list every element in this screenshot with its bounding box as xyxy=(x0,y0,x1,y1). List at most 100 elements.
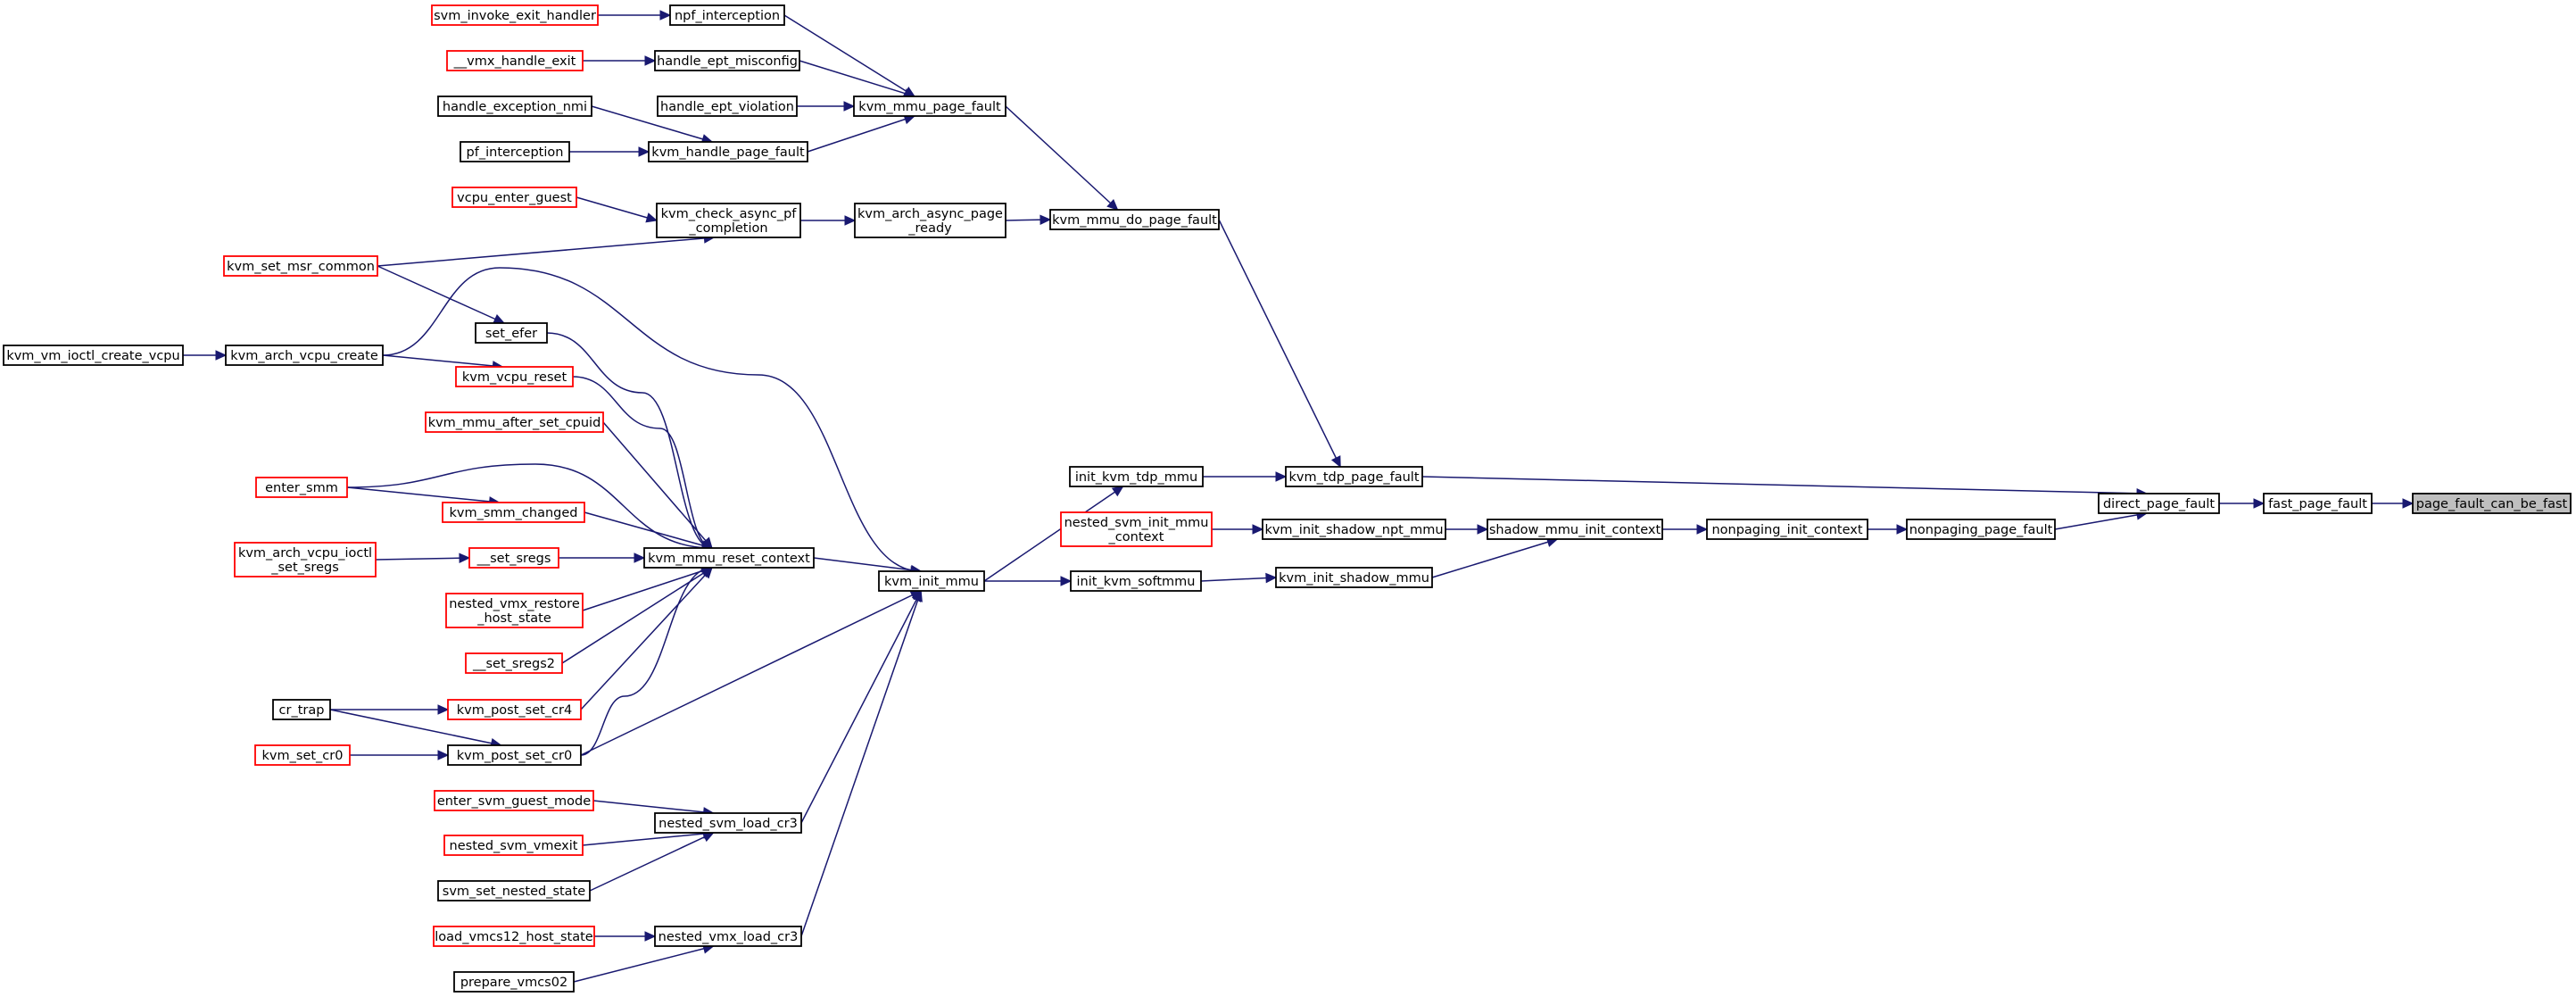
node-prepare-vmcs02[interactable]: prepare_vmcs02 xyxy=(453,971,575,993)
node-kvm-post-set-cr0[interactable]: kvm_post_set_cr0 xyxy=(447,744,582,766)
node-handle-exception-nmi[interactable]: handle_exception_nmi xyxy=(437,96,592,117)
node-label: page_fault_can_be_fast xyxy=(2416,497,2568,511)
node-set-sregs2[interactable]: __set_sregs2 xyxy=(465,652,563,674)
arrowhead xyxy=(644,931,657,942)
edge-kvm_set_msr_common-to-set_efer xyxy=(377,265,506,324)
node-label: init_kvm_tdp_mmu xyxy=(1075,470,1197,485)
edge-kvm_init_shadow_mmu-to-shadow_mmu_init_context xyxy=(1431,536,1559,578)
node-box xyxy=(443,835,584,856)
node-box xyxy=(447,744,582,766)
node-box xyxy=(272,699,331,720)
node-label: vcpu_enter_guest xyxy=(457,191,572,205)
node-label: kvm_set_cr0 xyxy=(262,749,344,763)
node-npf-interception[interactable]: npf_interception xyxy=(669,4,785,26)
node-label: shadow_mmu_init_context xyxy=(1489,523,1661,537)
node-kvm-tdp-page-fault[interactable]: kvm_tdp_page_fault xyxy=(1285,466,1423,487)
node-set-efer[interactable]: set_efer xyxy=(475,322,548,344)
node-label: nested_svm_vmexit xyxy=(450,839,578,853)
edge-line xyxy=(1200,577,1277,582)
node-box xyxy=(1706,519,1868,540)
arrowhead xyxy=(2253,498,2265,509)
node-label: enter_svm_guest_mode xyxy=(437,794,591,809)
arrowhead xyxy=(1060,576,1073,586)
edge-line xyxy=(591,105,713,143)
edge-line xyxy=(382,267,922,572)
node-enter-smm[interactable]: enter_smm xyxy=(255,477,348,498)
edge-prepare_vmcs02-to-nested_vmx_load_cr3 xyxy=(573,943,715,983)
node-kvm-mmu-after-set-cpuid[interactable]: kvm_mmu_after_set_cpuid xyxy=(425,411,604,433)
edge-line xyxy=(589,832,714,892)
node-shadow-mmu-init-context[interactable]: shadow_mmu_init_context xyxy=(1487,519,1663,540)
node-cr-trap[interactable]: cr_trap xyxy=(272,699,331,720)
node-label: svm_set_nested_state xyxy=(443,885,585,899)
node-nested-vmx-restore-host-state[interactable]: nested_vmx_restore_host_state xyxy=(445,593,584,628)
node-enter-svm-guest-mode[interactable]: enter_svm_guest_mode xyxy=(434,790,594,811)
node-box xyxy=(1262,519,1446,540)
node-label: __set_sregs2 xyxy=(472,657,555,671)
node-label: __vmx_handle_exit xyxy=(453,54,576,69)
edge-kvm_set_cr0-to-kvm_post_set_cr0 xyxy=(350,750,450,760)
node-kvm-vcpu-reset[interactable]: kvm_vcpu_reset xyxy=(455,366,574,387)
node-vcpu-enter-guest[interactable]: vcpu_enter_guest xyxy=(451,187,577,208)
edge-line xyxy=(582,567,713,611)
edge-kvm_init_shadow_npt_mmu-to-shadow_mmu_init_context xyxy=(1445,524,1489,535)
node-box xyxy=(669,4,785,26)
arrowhead xyxy=(644,55,657,66)
node-kvm-handle-page-fault[interactable]: kvm_handle_page_fault xyxy=(648,141,808,162)
edge-vmx_handle_exit-to-handle_ept_misconfig xyxy=(583,55,657,66)
node-label: kvm_arch_vcpu_create xyxy=(230,349,378,363)
edge-line xyxy=(602,421,713,549)
node-svm-set-nested-state[interactable]: svm_set_nested_state xyxy=(437,880,591,901)
edge-line xyxy=(346,463,713,549)
node-nested-svm-init-mmu-context[interactable]: nested_svm_init_mmu_context xyxy=(1060,511,1213,547)
arrowhead xyxy=(1252,524,1264,535)
node-init-kvm-tdp-mmu[interactable]: init_kvm_tdp_mmu xyxy=(1069,466,1204,487)
node-kvm-vm-ioctl-create-vcpu[interactable]: kvm_vm_ioctl_create_vcpu xyxy=(3,345,184,366)
node-kvm-mmu-page-fault[interactable]: kvm_mmu_page_fault xyxy=(853,96,1006,117)
node-fast-page-fault[interactable]: fast_page_fault xyxy=(2263,493,2373,514)
node-vmx-handle-exit[interactable]: __vmx_handle_exit xyxy=(446,50,584,71)
edge-line xyxy=(377,237,715,267)
node-kvm-arch-vcpu-ioctl-set-sregs[interactable]: kvm_arch_vcpu_ioctl_set_sregs xyxy=(234,542,377,577)
node-nested-svm-vmexit[interactable]: nested_svm_vmexit xyxy=(443,835,584,856)
node-kvm-init-shadow-npt-mmu[interactable]: kvm_init_shadow_npt_mmu xyxy=(1262,519,1446,540)
node-label: nested_vmx_load_cr3 xyxy=(658,930,799,944)
node-pf-interception[interactable]: pf_interception xyxy=(460,141,570,162)
arrowhead xyxy=(843,101,856,112)
node-svm-invoke-exit-handler[interactable]: svm_invoke_exit_handler xyxy=(431,4,599,26)
edge-line xyxy=(800,590,922,824)
node-label: _context xyxy=(1108,530,1164,544)
node-label: nested_svm_load_cr3 xyxy=(658,817,798,831)
node-kvm-set-cr0[interactable]: kvm_set_cr0 xyxy=(254,744,351,766)
node-kvm-set-msr-common[interactable]: kvm_set_msr_common xyxy=(223,255,378,277)
edge-shadow_mmu_init_context-to-nonpaging_init_context xyxy=(1662,524,1709,535)
node-box xyxy=(878,570,985,592)
node-nested-vmx-load-cr3[interactable]: nested_vmx_load_cr3 xyxy=(654,926,802,947)
node-direct-page-fault[interactable]: direct_page_fault xyxy=(2098,493,2220,514)
node-nested-svm-load-cr3[interactable]: nested_svm_load_cr3 xyxy=(654,812,802,834)
node-label: kvm_mmu_after_set_cpuid xyxy=(428,416,601,430)
node-nonpaging-page-fault[interactable]: nonpaging_page_fault xyxy=(1906,519,2056,540)
node-kvm-check-async-pf-completion[interactable]: kvm_check_async_pf_completion xyxy=(656,203,801,238)
node-kvm-init-shadow-mmu[interactable]: kvm_init_shadow_mmu xyxy=(1275,567,1433,588)
node-kvm-smm-changed[interactable]: kvm_smm_changed xyxy=(442,502,585,523)
arrowhead xyxy=(1330,455,1341,469)
node-kvm-arch-async-page-ready[interactable]: kvm_arch_async_page_ready xyxy=(854,203,1006,238)
node-load-vmcs12-host-state[interactable]: load_vmcs12_host_state xyxy=(433,926,595,947)
node-box xyxy=(433,926,595,947)
arrowhead xyxy=(459,553,471,563)
node-handle-ept-misconfig[interactable]: handle_ept_misconfig xyxy=(654,50,800,71)
node-kvm-post-set-cr4[interactable]: kvm_post_set_cr4 xyxy=(447,699,582,720)
node-handle-ept-violation[interactable]: handle_ept_violation xyxy=(657,96,798,117)
node-kvm-arch-vcpu-create[interactable]: kvm_arch_vcpu_create xyxy=(225,345,384,366)
node-kvm-mmu-do-page-fault[interactable]: kvm_mmu_do_page_fault xyxy=(1049,209,1220,230)
node-nonpaging-init-context[interactable]: nonpaging_init_context xyxy=(1706,519,1868,540)
arrowhead xyxy=(1275,471,1288,482)
node-init-kvm-softmmu[interactable]: init_kvm_softmmu xyxy=(1070,570,1202,592)
node-kvm-init-mmu[interactable]: kvm_init_mmu xyxy=(878,570,985,592)
edge-vcpu_enter_guest-to-kvm_check_async_pf_completion xyxy=(576,196,658,223)
arrowhead xyxy=(1111,486,1124,497)
node-label: handle_exception_nmi xyxy=(443,100,587,114)
node-kvm-mmu-reset-context[interactable]: kvm_mmu_reset_context xyxy=(643,547,815,569)
node-set-sregs[interactable]: __set_sregs xyxy=(468,547,559,569)
